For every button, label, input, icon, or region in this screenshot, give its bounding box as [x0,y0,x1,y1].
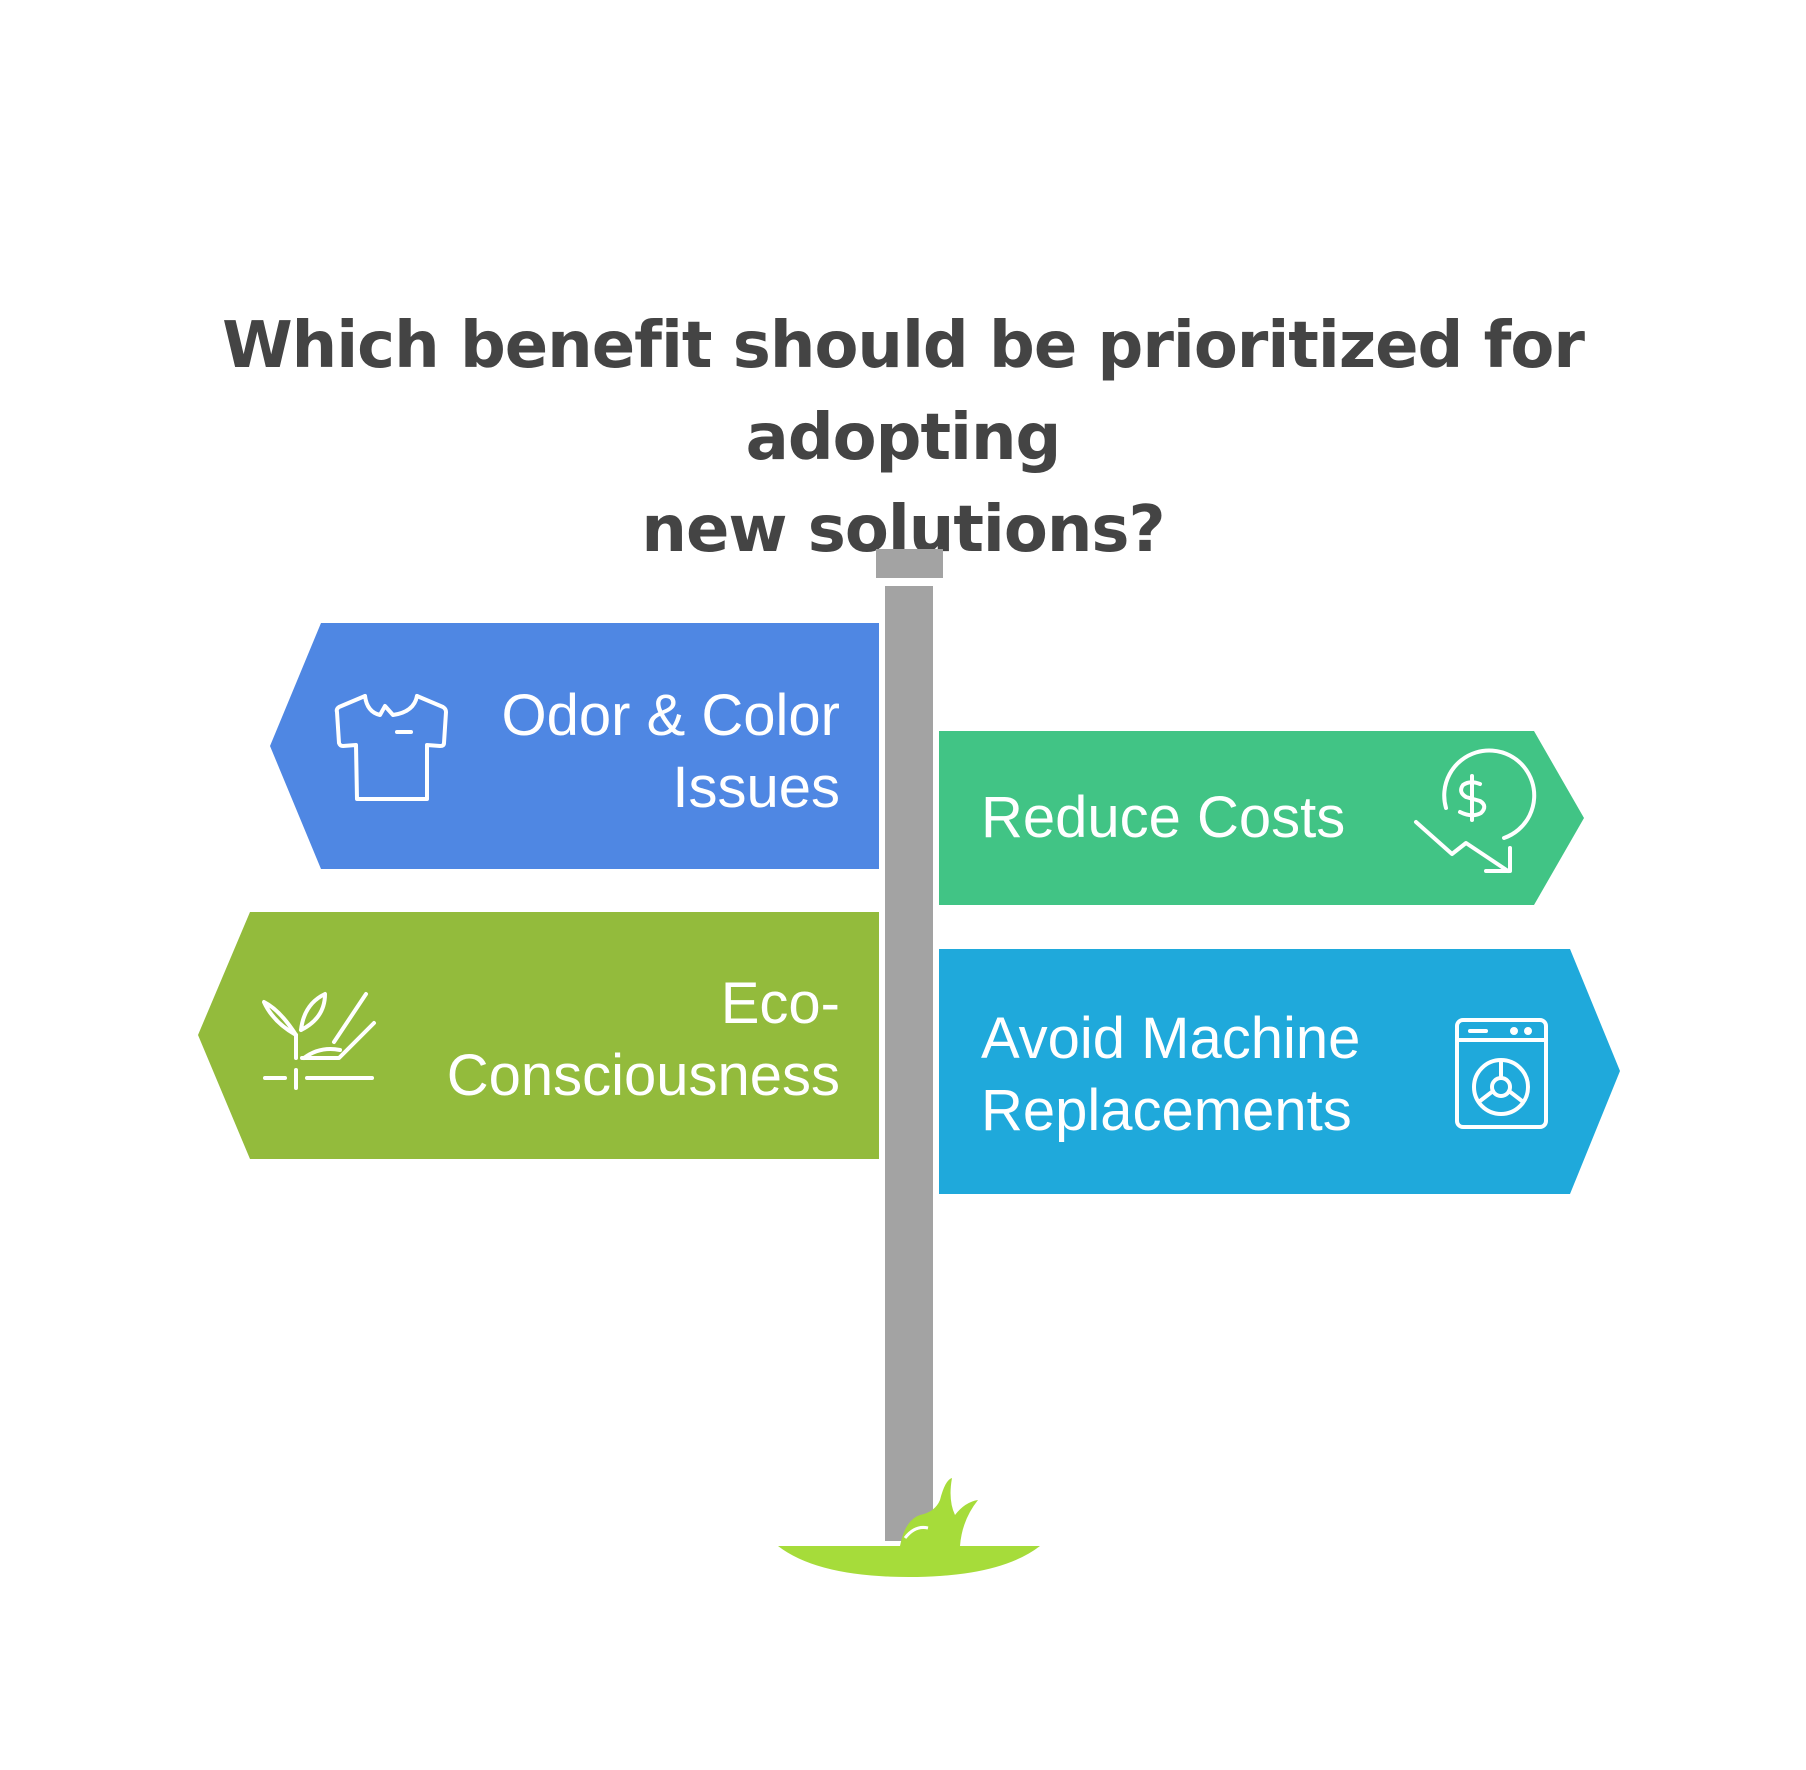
sign-machine-line-1: Avoid Machine [981,1006,1361,1071]
plant-icon [262,992,376,1090]
sign-eco-line-2: Consciousness [446,1043,840,1108]
sign-costs-label: Reduce Costs [981,782,1381,854]
sign-reduce-costs [939,731,1584,905]
signpost-pole [885,586,933,1541]
sign-odor-line-2: Issues [672,755,840,820]
sign-odor-label: Odor & Color Issues [470,680,840,824]
t-shirt-icon [334,694,448,801]
sign-odor-line-1: Odor & Color [501,683,840,748]
diagram-title: Which benefit should be prioritized for … [60,300,1746,576]
sign-eco-consciousness [198,912,879,1159]
sign-avoid-machine-replacements [939,949,1620,1194]
sign-machine-label: Avoid Machine Replacements [981,1003,1421,1147]
sign-eco-label: Eco- Consciousness [400,968,840,1112]
washing-machine-icon [1455,1018,1548,1129]
sign-costs-line-1: Reduce Costs [981,785,1346,850]
sign-machine-line-2: Replacements [981,1078,1352,1143]
grass [778,1478,1040,1577]
dollar-down-icon [1414,748,1537,873]
post-cap [876,549,943,578]
sign-odor-color-issues [270,623,879,869]
sign-eco-line-1: Eco- [720,971,840,1036]
title-line-1: Which benefit should be prioritized for … [222,309,1585,475]
